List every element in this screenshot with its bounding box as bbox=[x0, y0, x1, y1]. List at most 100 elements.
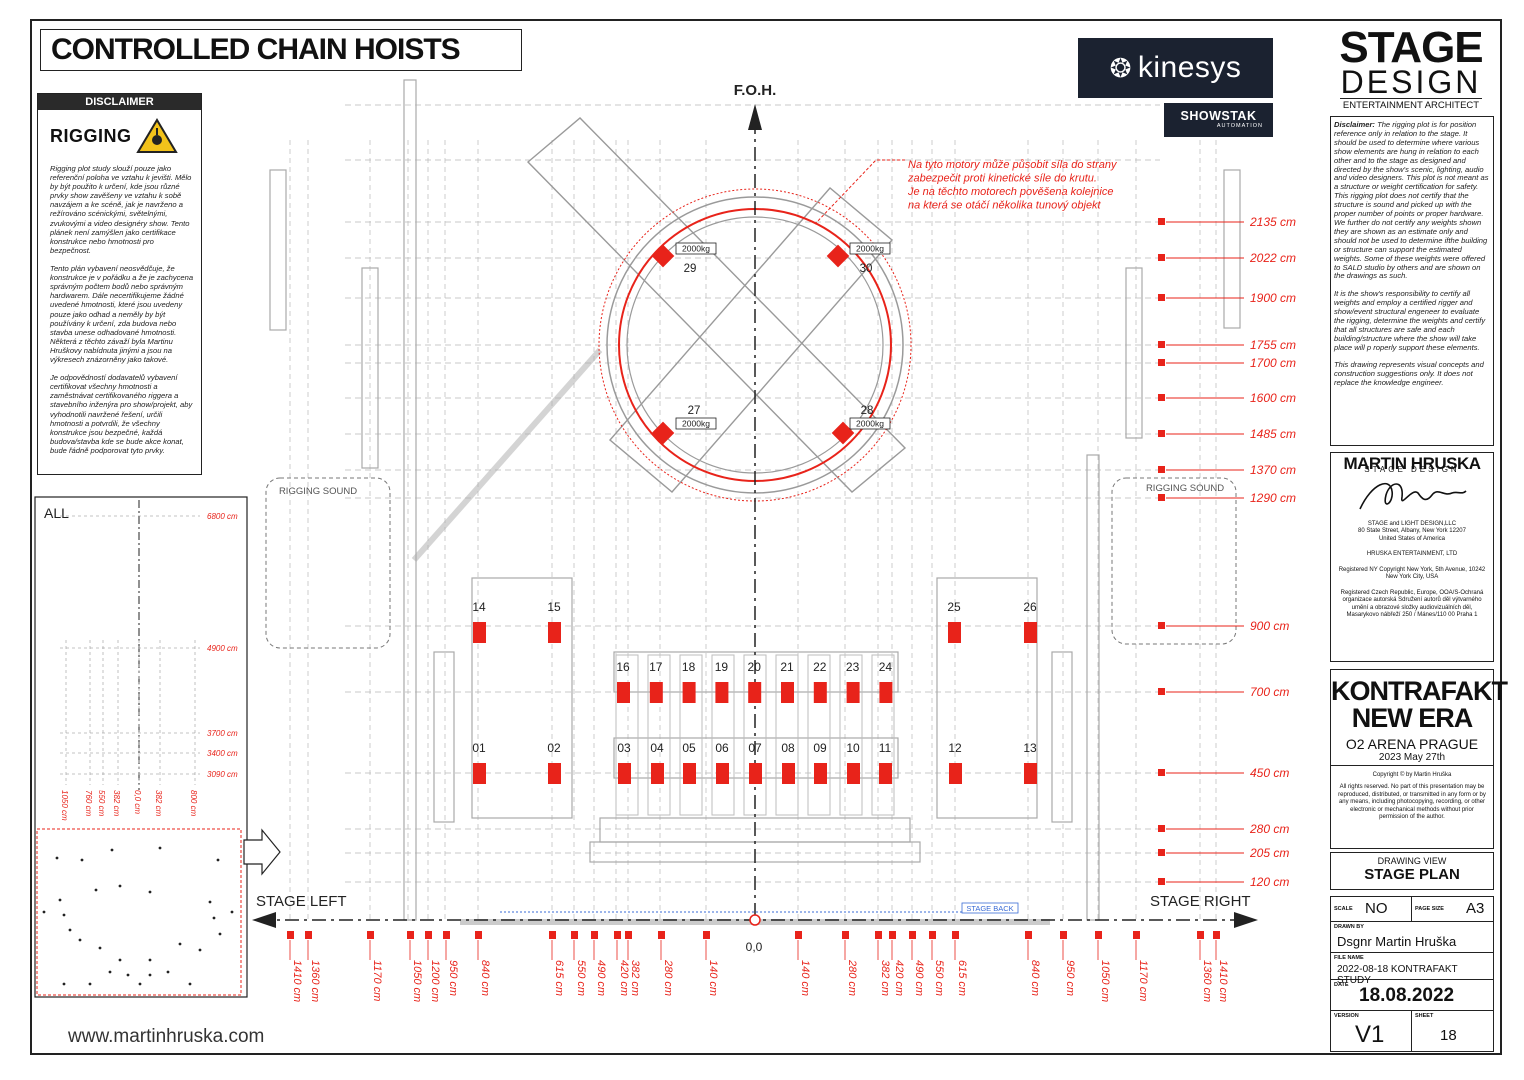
mini-dim-label-4: 3090 cm bbox=[207, 770, 238, 779]
hoist-02 bbox=[548, 763, 561, 784]
mini-point-18 bbox=[118, 958, 122, 962]
bottom-left-dim-marker-7 bbox=[549, 931, 556, 939]
hoist-label-13: 13 bbox=[1023, 741, 1037, 755]
right-dim-label-12: 280 cm bbox=[1249, 822, 1289, 836]
kinetic-note-leader bbox=[814, 159, 905, 225]
led-column-1 bbox=[647, 654, 671, 816]
bottom-left-dim-label-12: 280 cm bbox=[662, 959, 674, 996]
bottom-left-dim-label-9: 490 cm bbox=[595, 960, 607, 996]
hoist-25 bbox=[948, 622, 961, 643]
mini-point-19 bbox=[148, 958, 152, 962]
mini-point-5 bbox=[94, 888, 98, 892]
bottom-left-dim-label-1: 1360 cm bbox=[309, 960, 321, 1002]
hoist-label-15: 15 bbox=[547, 600, 561, 614]
circle-hoist-label-29: 29 bbox=[684, 263, 697, 275]
truss-segment-9 bbox=[936, 577, 1038, 819]
hoist-label-10: 10 bbox=[846, 741, 860, 755]
stage-back-tag bbox=[961, 902, 1019, 914]
kinetic-note-line-0: Na tyto motory může působit síla do stra… bbox=[908, 159, 1118, 171]
drawing-view-value: STAGE PLAN bbox=[1364, 866, 1460, 883]
company-name: MARTIN HRUSKA bbox=[1343, 454, 1481, 473]
weight-label-3: 2000kg bbox=[856, 419, 884, 429]
kinetic-note-line-3: na která se otáčí několika tunový objekt bbox=[908, 200, 1102, 212]
bottom-right-dim-marker-6 bbox=[952, 931, 959, 939]
bottom-right-dim-label-8: 950 cm bbox=[1064, 960, 1076, 996]
foh-label: F.O.H. bbox=[734, 82, 777, 99]
bottom-left-dim-marker-8 bbox=[571, 931, 578, 939]
company-line-3: United States of America bbox=[1378, 535, 1446, 542]
meta-sheet-label: SHEET bbox=[1415, 1013, 1434, 1019]
mini-dim-label-1: 4900 cm bbox=[207, 644, 238, 653]
hoist-label-21: 21 bbox=[780, 660, 794, 674]
mini-point-23 bbox=[166, 970, 170, 974]
rotating-bridge-1 bbox=[526, 117, 907, 493]
right-dim-label-5: 1600 cm bbox=[1250, 391, 1296, 405]
weight-label-2: 2000kg bbox=[682, 419, 710, 429]
hoist-label-23: 23 bbox=[846, 660, 860, 674]
mini-bottom-label-5: 382 cm bbox=[154, 790, 163, 817]
company-line-4: HRUSKA ENTERTAINMENT, LTD bbox=[1366, 551, 1458, 557]
weight-tag-0 bbox=[675, 242, 717, 255]
signature-icon bbox=[1359, 482, 1467, 510]
company-line-2: 80 State Street, Albany, New York 12207 bbox=[1358, 528, 1466, 534]
company-line-1: STAGE and LIGHT DESIGN,LLC bbox=[1367, 520, 1457, 527]
truss-segment-7 bbox=[1051, 651, 1073, 823]
weight-tag-2 bbox=[675, 417, 717, 430]
stage-right-arrow-icon bbox=[1234, 912, 1258, 928]
mini-point-8 bbox=[58, 898, 62, 902]
kinesys-wordmark: KINESYS bbox=[1137, 51, 1242, 84]
mini-bottom-label-6: 800 cm bbox=[189, 790, 198, 817]
truss-segment-5 bbox=[1125, 267, 1143, 439]
project-rights: All rights reserved. No part of this pre… bbox=[1338, 784, 1486, 820]
stage-design-logo: STAGE DESIGN ENTERTAINMENT ARCHITECT bbox=[1332, 26, 1490, 112]
hoist-label-17: 17 bbox=[649, 660, 663, 674]
project-title-1: KONTRAFAKT bbox=[1331, 676, 1508, 706]
meta-sheet-value: 18 bbox=[1440, 1027, 1457, 1044]
mini-dim-label-0: 6800 cm bbox=[207, 512, 238, 521]
meta-version-row: VERSION V1 SHEET 18 bbox=[1331, 1011, 1493, 1051]
hoist-05 bbox=[683, 763, 696, 784]
hoist-label-04: 04 bbox=[650, 741, 664, 755]
hoist-09 bbox=[814, 763, 827, 784]
bottom-right-dim-marker-12 bbox=[1213, 931, 1220, 939]
zoom-arrow-icon bbox=[243, 828, 281, 876]
bottom-right-dim-marker-9 bbox=[1095, 931, 1102, 939]
led-column-8 bbox=[871, 654, 895, 816]
kinesys-symbol-icon: ❂ bbox=[1109, 52, 1132, 83]
bottom-right-dim-marker-3 bbox=[889, 931, 896, 939]
bottom-right-dim-label-1: 280 cm bbox=[846, 959, 858, 996]
hoist-label-12: 12 bbox=[948, 741, 962, 755]
kinetic-note-line-2: Je na těchto motorech pověšena kolejnice bbox=[907, 186, 1113, 198]
right-dim-marker-8 bbox=[1158, 494, 1165, 501]
drawing-view-box: DRAWING VIEW STAGE PLAN bbox=[1330, 852, 1494, 890]
right-dim-marker-6 bbox=[1158, 430, 1165, 437]
mini-point-21 bbox=[126, 973, 130, 977]
rigging-sound-right-label: RIGGING SOUND bbox=[1146, 483, 1224, 494]
hoist-label-14: 14 bbox=[472, 600, 486, 614]
bottom-left-dim-label-3: 1050 cm bbox=[411, 960, 423, 1002]
mini-point-9 bbox=[62, 913, 66, 917]
right-dim-label-14: 120 cm bbox=[1250, 875, 1289, 889]
truss-segment-6 bbox=[433, 651, 455, 823]
hoist-06 bbox=[716, 763, 729, 784]
website-url: www.martinhruska.com bbox=[68, 1026, 265, 1047]
meta-page-cell: PAGE SIZE A3 bbox=[1412, 897, 1493, 921]
mini-point-7 bbox=[148, 890, 152, 894]
bottom-right-dim-label-9: 1050 cm bbox=[1099, 960, 1111, 1002]
bottom-left-dim-marker-9 bbox=[591, 931, 598, 939]
origin-marker-icon bbox=[749, 914, 761, 926]
warning-icon bbox=[135, 118, 178, 153]
circle-hoist-27 bbox=[651, 421, 675, 445]
hoist-22 bbox=[813, 682, 827, 703]
hoist-label-07: 07 bbox=[748, 741, 762, 755]
company-sub: STAGE DESIGN bbox=[1364, 464, 1460, 474]
project-block: KONTRAFAKT NEW ERA O2 ARENA PRAGUE 2023 … bbox=[1330, 669, 1508, 849]
right-dim-marker-10 bbox=[1158, 688, 1165, 695]
stage-design-word-2: DESIGN bbox=[1340, 64, 1482, 100]
truss-segment-1 bbox=[1086, 454, 1100, 921]
right-dim-marker-14 bbox=[1158, 878, 1165, 885]
bottom-right-dim-label-0: 140 cm bbox=[799, 960, 811, 996]
right-dim-marker-13 bbox=[1158, 849, 1165, 856]
mini-point-11 bbox=[208, 900, 212, 904]
